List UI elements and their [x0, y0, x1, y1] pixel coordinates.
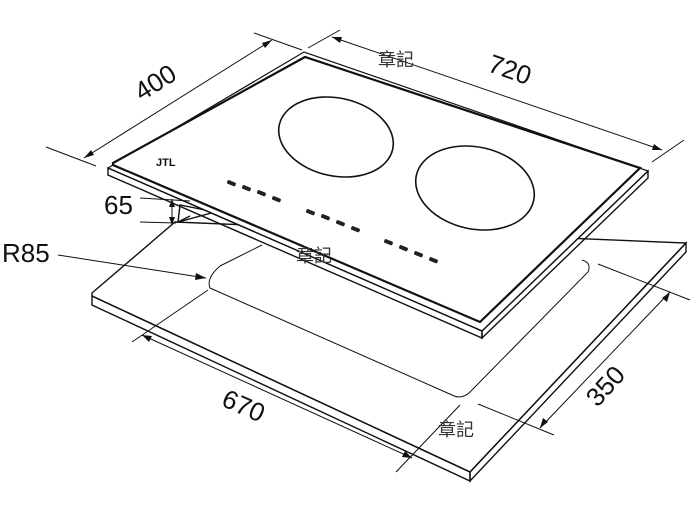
dimension-line [83, 39, 273, 159]
touch-button [350, 226, 360, 233]
arrow-head [195, 273, 206, 280]
touch-button [271, 196, 281, 203]
extension-line [139, 197, 191, 202]
arrow-head [142, 335, 152, 342]
watermark-text: 章記 [438, 420, 474, 440]
counter-side-edge [469, 241, 687, 483]
control-group-right [383, 239, 438, 264]
extension-line [651, 139, 685, 163]
dimension-line [539, 291, 671, 429]
touch-button [226, 180, 236, 187]
arrow-head [652, 144, 662, 150]
body-left-face [177, 204, 216, 223]
touch-button [428, 257, 438, 264]
dimension-r85: R85 [2, 238, 207, 280]
touch-button [320, 214, 330, 221]
extension-line [395, 404, 461, 473]
dimension-label: 400 [129, 58, 182, 106]
extension-line [477, 403, 555, 436]
touch-button [413, 251, 423, 258]
watermark-text: 章記 [296, 246, 332, 266]
leader-line [57, 254, 207, 279]
cutout-opening [208, 244, 590, 398]
dimension-label: 720 [485, 48, 536, 90]
glass-side-edge [481, 169, 649, 340]
extension-line [307, 29, 341, 49]
arrow-head [540, 418, 548, 428]
touch-button [383, 239, 393, 246]
dimension-label: 350 [580, 360, 631, 412]
arrow-head [332, 37, 342, 43]
arrow-head [84, 150, 94, 158]
dimension-label: 65 [104, 190, 133, 220]
arrow-head [402, 451, 412, 458]
left-cooking-zone [277, 96, 395, 178]
dimension-line [141, 334, 413, 459]
dimension-line [331, 36, 663, 151]
touch-button [335, 220, 345, 227]
arrow-head [262, 40, 272, 48]
extension-line [139, 221, 177, 224]
dimension-label: R85 [2, 238, 50, 268]
extension-line [45, 146, 97, 167]
arrow-head [662, 292, 670, 302]
right-cooking-zone [414, 145, 536, 231]
watermark-text: 章記 [378, 50, 414, 70]
arrow-head [169, 217, 175, 225]
glass-top [111, 55, 643, 324]
arrow-head [169, 199, 175, 207]
touch-button [256, 190, 266, 197]
extension-line [597, 263, 691, 301]
brand-logo: JTL [156, 157, 176, 169]
extension-line [131, 289, 209, 343]
touch-button [241, 185, 251, 192]
dimension-65: 65 [104, 190, 191, 225]
extension-line [253, 32, 303, 51]
touch-button [305, 209, 315, 216]
cooktop-body [177, 204, 216, 223]
body-edge [177, 215, 191, 223]
control-panel [226, 180, 438, 264]
counter-slab [91, 221, 688, 483]
touch-button [398, 245, 408, 252]
control-group-center [305, 209, 360, 233]
control-group-left [226, 180, 281, 203]
cooktop-glass: JTL [106, 51, 650, 340]
